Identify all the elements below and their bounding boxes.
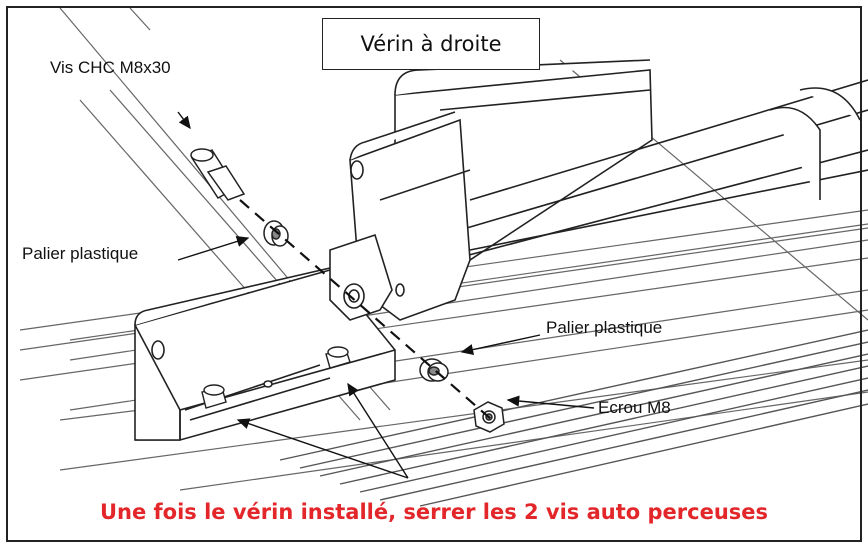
bracket-screws — [201, 346, 351, 409]
title-box: Vérin à droite — [322, 18, 540, 70]
assembly-axis — [239, 199, 493, 421]
label-screw: Vis CHC M8x30 — [50, 58, 171, 77]
callout-arrows — [177, 111, 595, 479]
screw-m8x30 — [190, 148, 246, 201]
label-bearing-right: Palier plastique — [546, 318, 663, 337]
plastic-bearing-left — [263, 220, 289, 247]
label-bearing-left: Palier plastique — [22, 244, 139, 263]
instruction-text: Une fois le vérin installé, serrer les 2… — [99, 500, 769, 524]
angle-bracket — [134, 267, 396, 441]
linear-actuator — [329, 59, 868, 321]
ribbed-extrusion — [279, 329, 868, 507]
label-nut: Ecrou M8 — [598, 398, 671, 417]
